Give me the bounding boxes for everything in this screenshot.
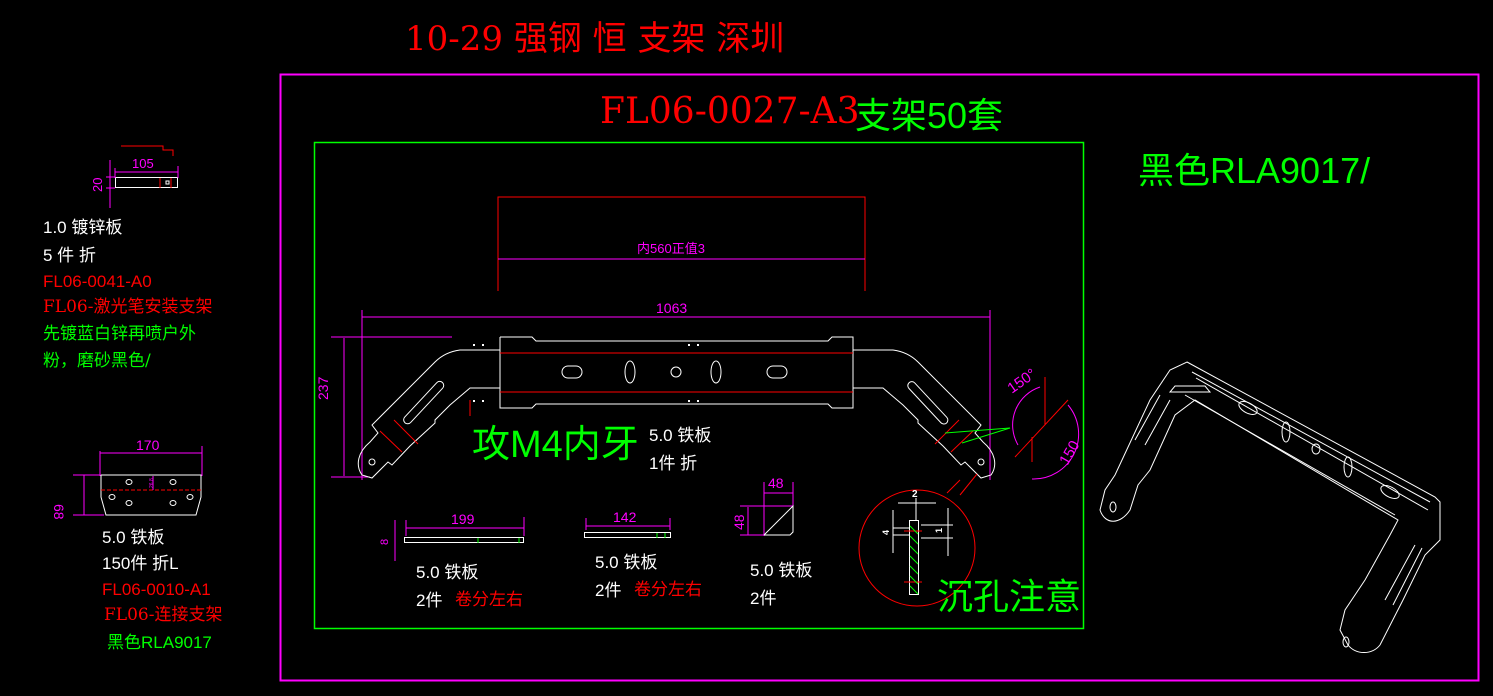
part2-part-number: FL06-0010-A1 (102, 580, 211, 599)
countersink-note: 沉孔注意 (937, 577, 1082, 618)
part2-name: FL06-连接支架 (104, 605, 223, 625)
sub-part-48-drawing (740, 482, 794, 536)
part2-finish: 黑色RLA9017 (107, 633, 212, 652)
sub-part-142-drawing (584, 518, 671, 538)
part1-name: FL06-激光笔安装支架 (43, 297, 213, 317)
thread-note: 攻M4内牙 (472, 424, 639, 466)
part1-dim-width: 105 (132, 156, 154, 171)
sub1-dim-width: 199 (451, 511, 475, 527)
dim-inner-width: 内560正值3 (637, 241, 705, 256)
sub2-material: 5.0 铁板 (595, 553, 658, 572)
part2-dim-inner: 26.8 (149, 478, 155, 488)
sub3-material: 5.0 铁板 (750, 561, 813, 580)
header-title: 10-29 强钢 恒 支架 深圳 (405, 19, 785, 59)
inner-frame (313, 141, 1085, 630)
main-color-note: 黑色RLA9017/ (1138, 150, 1371, 191)
main-bracket-drawing (331, 196, 1080, 496)
sub1-note: 卷分左右 (455, 590, 523, 610)
main-quantity-label: 支架50套 (855, 95, 1004, 136)
part2-dim-height: 68 (51, 504, 67, 520)
detail-dim-left: 4 (881, 529, 892, 536)
detail-dim-width: 2 (912, 489, 918, 500)
countersink-detail-drawing (858, 479, 976, 607)
part1-quantity: 5 件 折 (43, 246, 96, 265)
sub-part-199-drawing (394, 517, 525, 561)
part1-part-number: FL06-0041-A0 (43, 272, 152, 291)
detail-dim-right: 1 (934, 527, 945, 534)
part-fl06-0010-drawing (73, 446, 203, 516)
sub2-quantity: 2件 (595, 581, 622, 600)
isometric-bracket-view (1099, 361, 1441, 653)
part1-finish-line2: 粉，磨砂黑色/ (43, 351, 151, 371)
part-fl06-0041-drawing (106, 145, 179, 208)
part2-material: 5.0 铁板 (102, 528, 165, 547)
sub1-material: 5.0 铁板 (416, 563, 479, 582)
part1-finish-line1: 先镀蓝白锌再喷户外 (43, 324, 196, 344)
outer-frame (279, 73, 1480, 682)
part2-quantity: 150件 折L (102, 554, 179, 573)
part2-dim-width: 170 (136, 437, 160, 453)
main-quantity-fold: 1件 折 (649, 454, 698, 473)
dim-height: 237 (315, 376, 331, 400)
sub3-dim-width: 48 (768, 475, 784, 491)
main-material: 5.0 铁板 (649, 426, 712, 445)
sub1-dim-height: 8 (379, 538, 391, 545)
sub3-dim-height: 48 (731, 514, 747, 530)
sub1-quantity: 2件 (416, 591, 443, 610)
dim-overall-width: 1063 (656, 300, 688, 316)
sub2-dim-width: 142 (613, 509, 637, 525)
main-part-number: FL06-0027-A3 (600, 91, 860, 132)
part1-dim-height: 20 (90, 177, 105, 192)
sub3-quantity: 2件 (750, 589, 777, 608)
part1-material: 1.0 镀锌板 (43, 218, 123, 237)
sub2-note: 卷分左右 (634, 580, 702, 600)
